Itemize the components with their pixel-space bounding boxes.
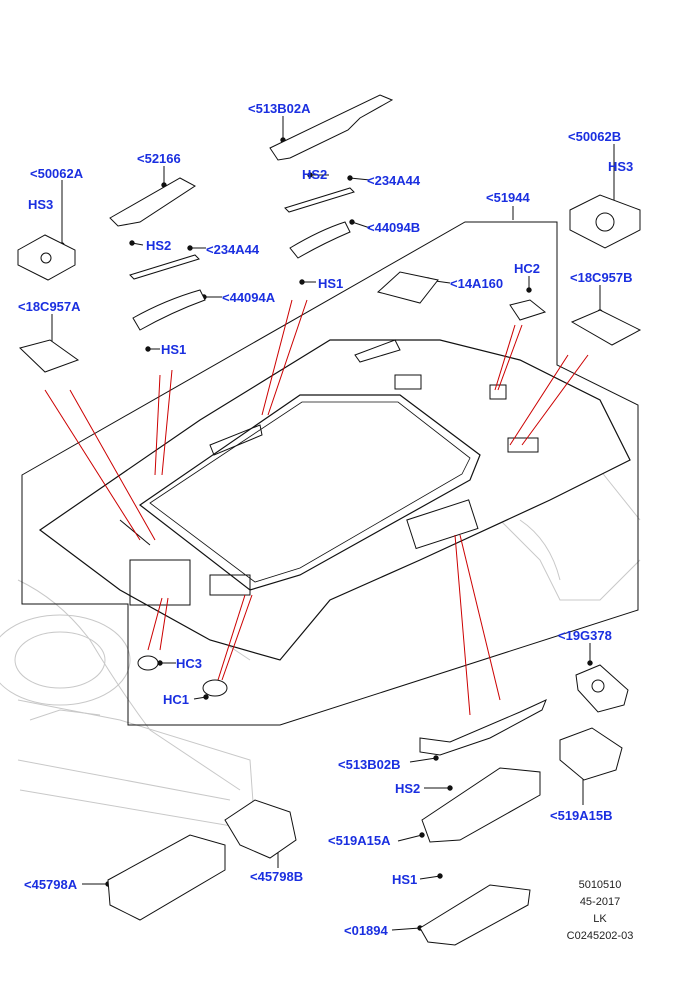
label-51944: <51944 [486,190,530,205]
leader-lines [44,299,589,716]
headliner-panel [38,339,631,661]
label-50062a: <50062A [30,166,84,181]
label-01894: <01894 [344,923,388,938]
reference-line-1: 5010510 [578,879,622,891]
label-hs2-mid: HS2 [146,238,172,253]
vehicle-interior-background [0,469,641,831]
label-18c957a: <18C957A [18,299,81,314]
label-19g378: <19G378 [558,628,612,643]
reference-line-4: C0245202-03 [566,930,634,942]
reference-block: 5010510 45-2017 LK C0245202-03 [555,880,645,942]
label-234a44-top: <234A44 [367,173,421,188]
label-hs3-right: HS3 [608,159,634,174]
label-hs1-left: HS1 [161,342,187,357]
label-44094b: <44094B [367,220,421,235]
label-hs2-bottom: HS2 [395,781,421,796]
reference-line-2: 45-2017 [579,896,621,908]
label-hs1-top: HS1 [318,276,344,291]
label-45798b: <45798B [250,869,304,884]
label-52166: <52166 [137,151,181,166]
part-sketches [17,94,642,946]
label-519a15b: <519A15B [550,808,613,823]
label-hs1-bottom: HS1 [392,872,418,887]
label-50062b: <50062B [568,129,622,144]
label-234a44-mid: <234A44 [206,242,260,257]
label-513b02a: <513B02A [248,101,311,116]
label-hs2-top: HS2 [302,167,328,182]
label-18c957b: <18C957B [570,270,633,285]
label-hc2: HC2 [514,261,541,276]
label-513b02b: <513B02B [338,757,401,772]
label-14a160: <14A160 [450,276,504,291]
label-519a15a: <519A15A [328,833,391,848]
label-hc3: HC3 [176,656,203,671]
label-hs3-left: HS3 [28,197,54,212]
label-hc1: HC1 [163,692,190,707]
headliner-view-outline [21,221,639,726]
label-45798a: <45798A [24,877,78,892]
label-44094a: <44094A [222,290,276,305]
reference-line-3: LK [593,913,607,925]
